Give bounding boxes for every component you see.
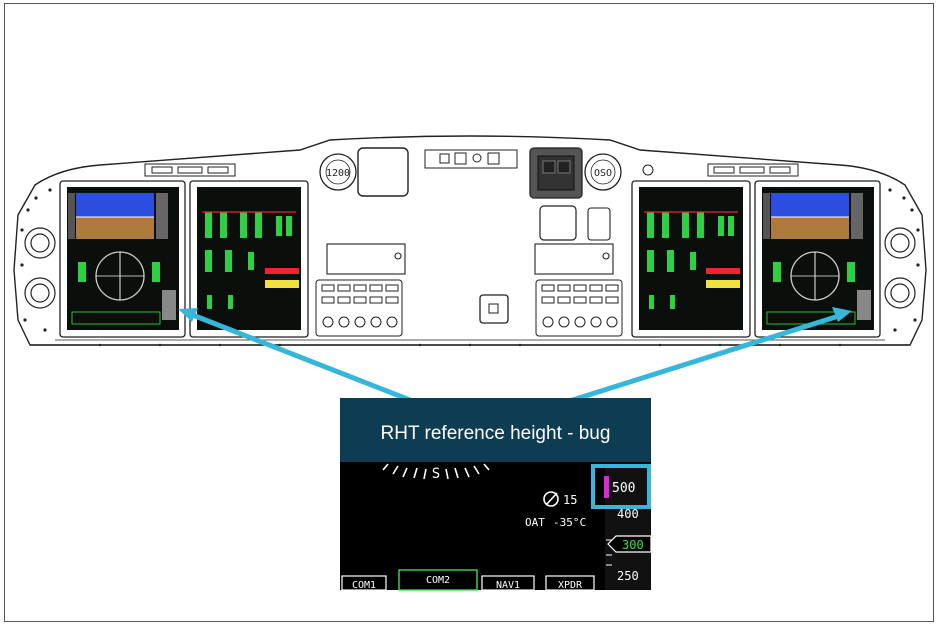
heading-arc [382, 463, 490, 480]
oat-value: -35°C [553, 516, 586, 529]
left-annunciator-strip [144, 163, 236, 177]
rivets [20, 188, 920, 347]
softkey-nav1[interactable] [481, 575, 535, 591]
center-square-knob [479, 294, 509, 324]
left-pfd-screen [67, 187, 179, 330]
svg-text:NAV1: NAV1 [496, 580, 520, 591]
softkey-com2[interactable] [398, 569, 478, 591]
center-switch-panel [424, 149, 518, 169]
callout-arrows [178, 307, 852, 407]
right-pfd-screen [762, 187, 874, 330]
clock-module [529, 147, 583, 199]
standby-instrument [357, 147, 409, 197]
left-keypad [315, 279, 403, 337]
svg-text:COM2: COM2 [426, 575, 450, 586]
heading-mark: S [432, 466, 440, 482]
bug-highlight-box [591, 464, 651, 509]
left-knob-label: 1200 [326, 168, 350, 179]
altitude-readout-value: 300 [622, 538, 644, 552]
altitude-bug-value: 500 [612, 481, 635, 496]
callout-title: RHT reference height - bug [380, 423, 611, 444]
small-module [587, 207, 611, 241]
altitude-tape [605, 465, 651, 590]
left-mfd-screen [197, 187, 301, 330]
right-knob-label: OSO [594, 168, 612, 179]
square-module [539, 205, 577, 241]
callout-inset-screen [340, 462, 651, 590]
left-side-vents [24, 227, 56, 309]
right-mfd-screen [639, 187, 743, 330]
left-standby-knob: 1200 [319, 153, 357, 191]
right-standby-knob: OSO [584, 153, 622, 191]
oat-label: OAT [525, 516, 545, 529]
svg-text:XPDR: XPDR [558, 580, 583, 591]
clock-value: 15 [563, 493, 577, 507]
svg-text:COM1: COM1 [352, 580, 376, 591]
softkey-xpdr[interactable] [545, 575, 595, 591]
right-radio-box [534, 243, 614, 275]
callout-title-bar [340, 398, 651, 462]
altitude-tape-low: 250 [617, 569, 639, 583]
right-annunciator-strip [707, 163, 799, 177]
altitude-tape-mid: 400 [617, 507, 639, 521]
softkey-com1[interactable] [341, 575, 387, 591]
inset-softkeys: COM1 COM2 NAV1 XPDR [341, 569, 595, 591]
clock-icon [543, 491, 559, 507]
altitude-readout-box [607, 535, 652, 553]
right-side-vents [884, 227, 916, 309]
rht-bug-marker [604, 476, 609, 498]
right-keypad [535, 279, 623, 337]
left-radio-box [326, 243, 406, 275]
